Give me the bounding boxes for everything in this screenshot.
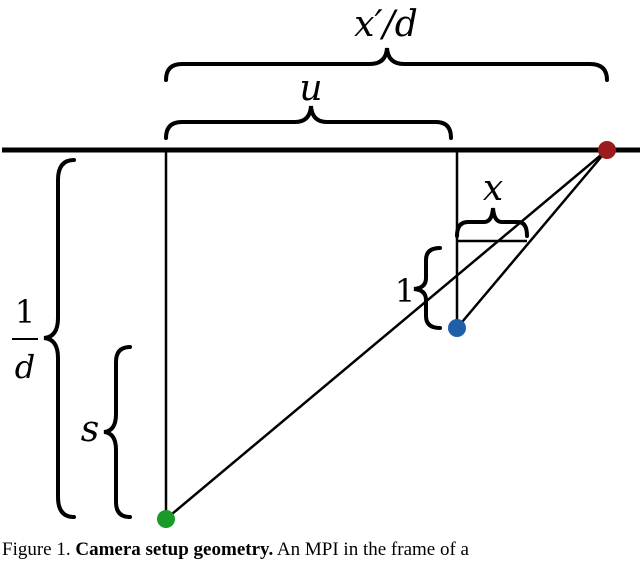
label-u: u [299, 68, 322, 109]
caption-prefix: Figure 1. [2, 539, 76, 560]
figure-caption: Figure 1. Camera setup geometry. An MPI … [2, 539, 640, 561]
ray-red-to-blue [456, 149, 608, 329]
brace-inverse-d [43, 158, 76, 519]
brace-x [455, 207, 529, 238]
label-x: x [483, 168, 503, 209]
brace-u [164, 105, 453, 140]
label-x-prime-over-d: x′/d [354, 4, 418, 45]
ray-red-to-green [165, 149, 608, 520]
camera-geometry-diagram: x′/d u x 1 1 d s [2, 4, 640, 528]
green-point [157, 510, 175, 528]
blue-point [448, 319, 466, 337]
label-one: 1 [395, 272, 415, 310]
brace-s [103, 345, 132, 519]
label-s: s [81, 409, 99, 450]
red-point [598, 141, 616, 159]
label-inverse-d-denominator: d [15, 348, 35, 386]
caption-text: An MPI in the frame of a [273, 539, 469, 560]
caption-bold-title: Camera setup geometry. [75, 539, 274, 560]
brace-x-prime-over-d [164, 47, 609, 82]
brace-one [413, 246, 442, 330]
label-inverse-d-numerator: 1 [15, 293, 35, 331]
